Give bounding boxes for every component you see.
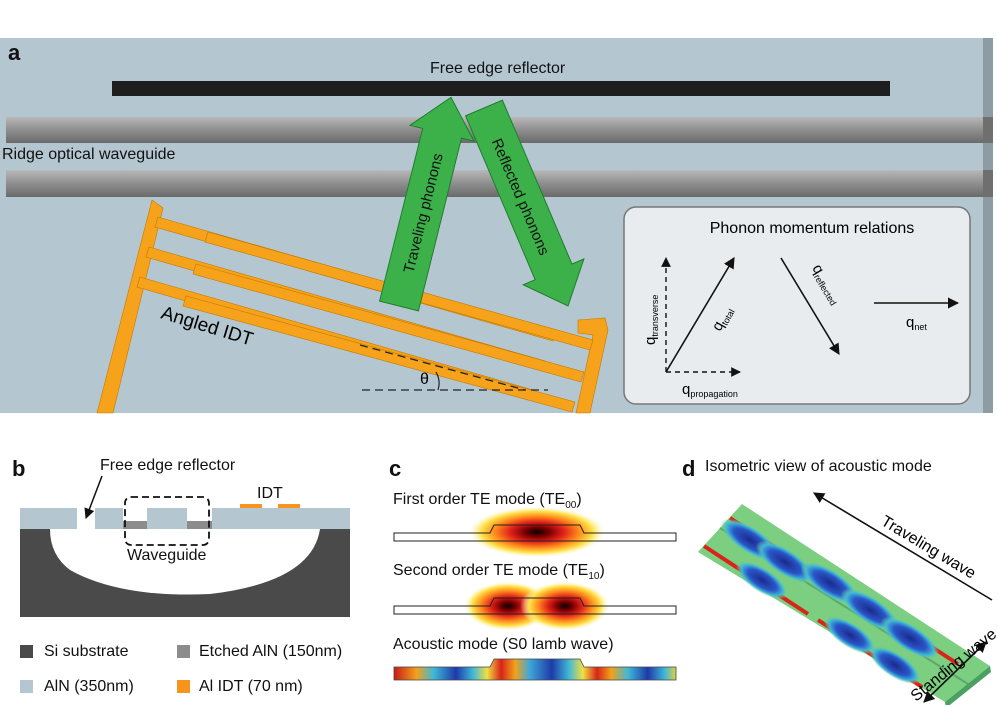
panel-d-letter: d [682,456,696,481]
q-reflected-vector [780,257,840,355]
inset-title: Phonon momentum relations [710,220,915,237]
aln-layer [20,508,350,529]
standing-wave-arrow [923,641,987,703]
panel-d-title: Isometric view of acoustic mode [705,458,932,475]
mode2-label: Second order TE mode (TE10) [393,562,605,583]
waveguide-dashed-box [124,496,210,546]
etched-aln [123,521,212,529]
free-edge-reflector-label-b: Free edge reflector [100,457,236,474]
q-transverse-label: qtransverse [642,295,660,345]
mode1-label: First order TE mode (TE00) [393,491,582,512]
legend-swatch-aln [20,680,33,693]
panel-c-mode-plots [393,506,677,681]
theta-idt-line [359,344,526,391]
mode3-label: Acoustic mode (S0 lamb wave) [393,636,614,653]
panel-a-letter: a [8,40,21,65]
legend-swatch-idt [177,680,190,693]
al-idt-fingers [240,504,300,508]
te00-mode-plot [393,506,677,558]
slab-side [983,38,993,413]
theta-label: θ [420,371,429,388]
node-blobs [720,518,940,685]
waveguide-label-b: Waveguide [127,547,207,564]
q-total-vector [665,257,735,373]
legend-label-idt: Al IDT (70 nm) [199,678,303,695]
te10-mode-plot [393,581,677,631]
reflector-pointer-arrow [84,475,103,519]
legend-swatch-etched [177,645,190,658]
legend-label-etched: Etched AlN (150nm) [199,643,343,660]
panel-c-letter: c [389,456,402,481]
traveling-wave-arrow [813,492,993,601]
release-cavity [50,529,320,595]
panel-a-figure: θ Traveling phonons Reflected phonons An… [0,38,993,414]
free-edge-reflector-bar [112,81,890,96]
momentum-inset: Phonon momentum relations qtransverse qt… [623,206,971,405]
theta-arc [435,371,440,391]
legend-label-si: Si substrate [44,643,129,660]
legend-swatch-si [20,645,33,658]
q-net-label: qnet [906,314,927,332]
acoustic-mode-plot [393,658,677,681]
idt-label-b: IDT [257,485,283,502]
panel-b-letter: b [12,456,26,481]
free-edge-reflector-label: Free edge reflector [430,60,566,77]
panel-b-cross-section [20,475,350,617]
q-propagation-label: qpropagation [682,381,738,399]
ridge-waveguide-label: Ridge optical waveguide [2,146,176,163]
legend-label-aln: AlN (350nm) [44,678,134,695]
panel-d-isometric: Traveling wave Standing wave [698,492,997,705]
traveling-wave-label: Traveling wave [878,513,979,583]
